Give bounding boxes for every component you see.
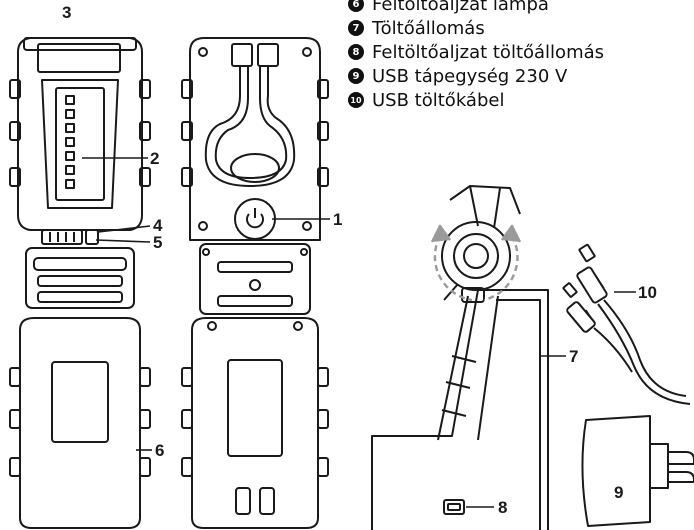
legend-item-label: Feltöltőaljzat lámpa bbox=[372, 0, 549, 15]
callout-1: 1 bbox=[333, 210, 343, 229]
legend-number-badge: 9 bbox=[348, 68, 364, 84]
parts-legend: 6 Feltöltőaljzat lámpa 7 Töltőállomás 8 … bbox=[348, 0, 694, 112]
leader-lines-front bbox=[82, 157, 152, 451]
lamp-back-view bbox=[181, 37, 329, 529]
docked-lamp bbox=[437, 185, 521, 441]
rotate-arrows-icon bbox=[430, 224, 522, 302]
usb-power-adapter bbox=[581, 415, 694, 527]
legend-item: 7 Töltőállomás bbox=[348, 16, 694, 40]
legend-item-label: Feltöltőaljzat töltőállomás bbox=[372, 41, 605, 63]
legend-item-label: USB töltőkábel bbox=[372, 89, 505, 111]
legend-item: 6 Feltöltőaljzat lámpa bbox=[348, 0, 694, 16]
callout-3: 3 bbox=[62, 3, 72, 22]
usb-icon bbox=[585, 275, 605, 323]
legend-item: 9 USB tápegység 230 V bbox=[348, 64, 694, 88]
callout-6: 6 bbox=[155, 441, 165, 460]
legend-item-label: USB tápegység 230 V bbox=[372, 65, 568, 87]
legend-number-badge: 7 bbox=[348, 20, 364, 36]
power-icon bbox=[246, 208, 264, 229]
lamp-front-view bbox=[9, 37, 151, 529]
charging-station bbox=[371, 289, 549, 530]
legend-item-label: Töltőállomás bbox=[372, 17, 485, 39]
legend-number-badge: 8 bbox=[348, 44, 364, 60]
callout-10: 10 bbox=[638, 283, 657, 302]
legend-number-badge: 6 bbox=[348, 0, 364, 12]
usb-cable bbox=[562, 243, 691, 405]
callout-7: 7 bbox=[569, 347, 579, 366]
legend-number-badge: 10 bbox=[348, 92, 364, 108]
legend-item: 10 USB töltőkábel bbox=[348, 88, 694, 112]
callout-4: 4 bbox=[153, 216, 163, 235]
power-button-outline bbox=[234, 198, 276, 240]
callout-9: 9 bbox=[614, 483, 624, 502]
callout-8: 8 bbox=[498, 498, 508, 517]
callout-5: 5 bbox=[153, 233, 163, 252]
legend-item: 8 Feltöltőaljzat töltőállomás bbox=[348, 40, 694, 64]
callout-2: 2 bbox=[150, 149, 160, 168]
